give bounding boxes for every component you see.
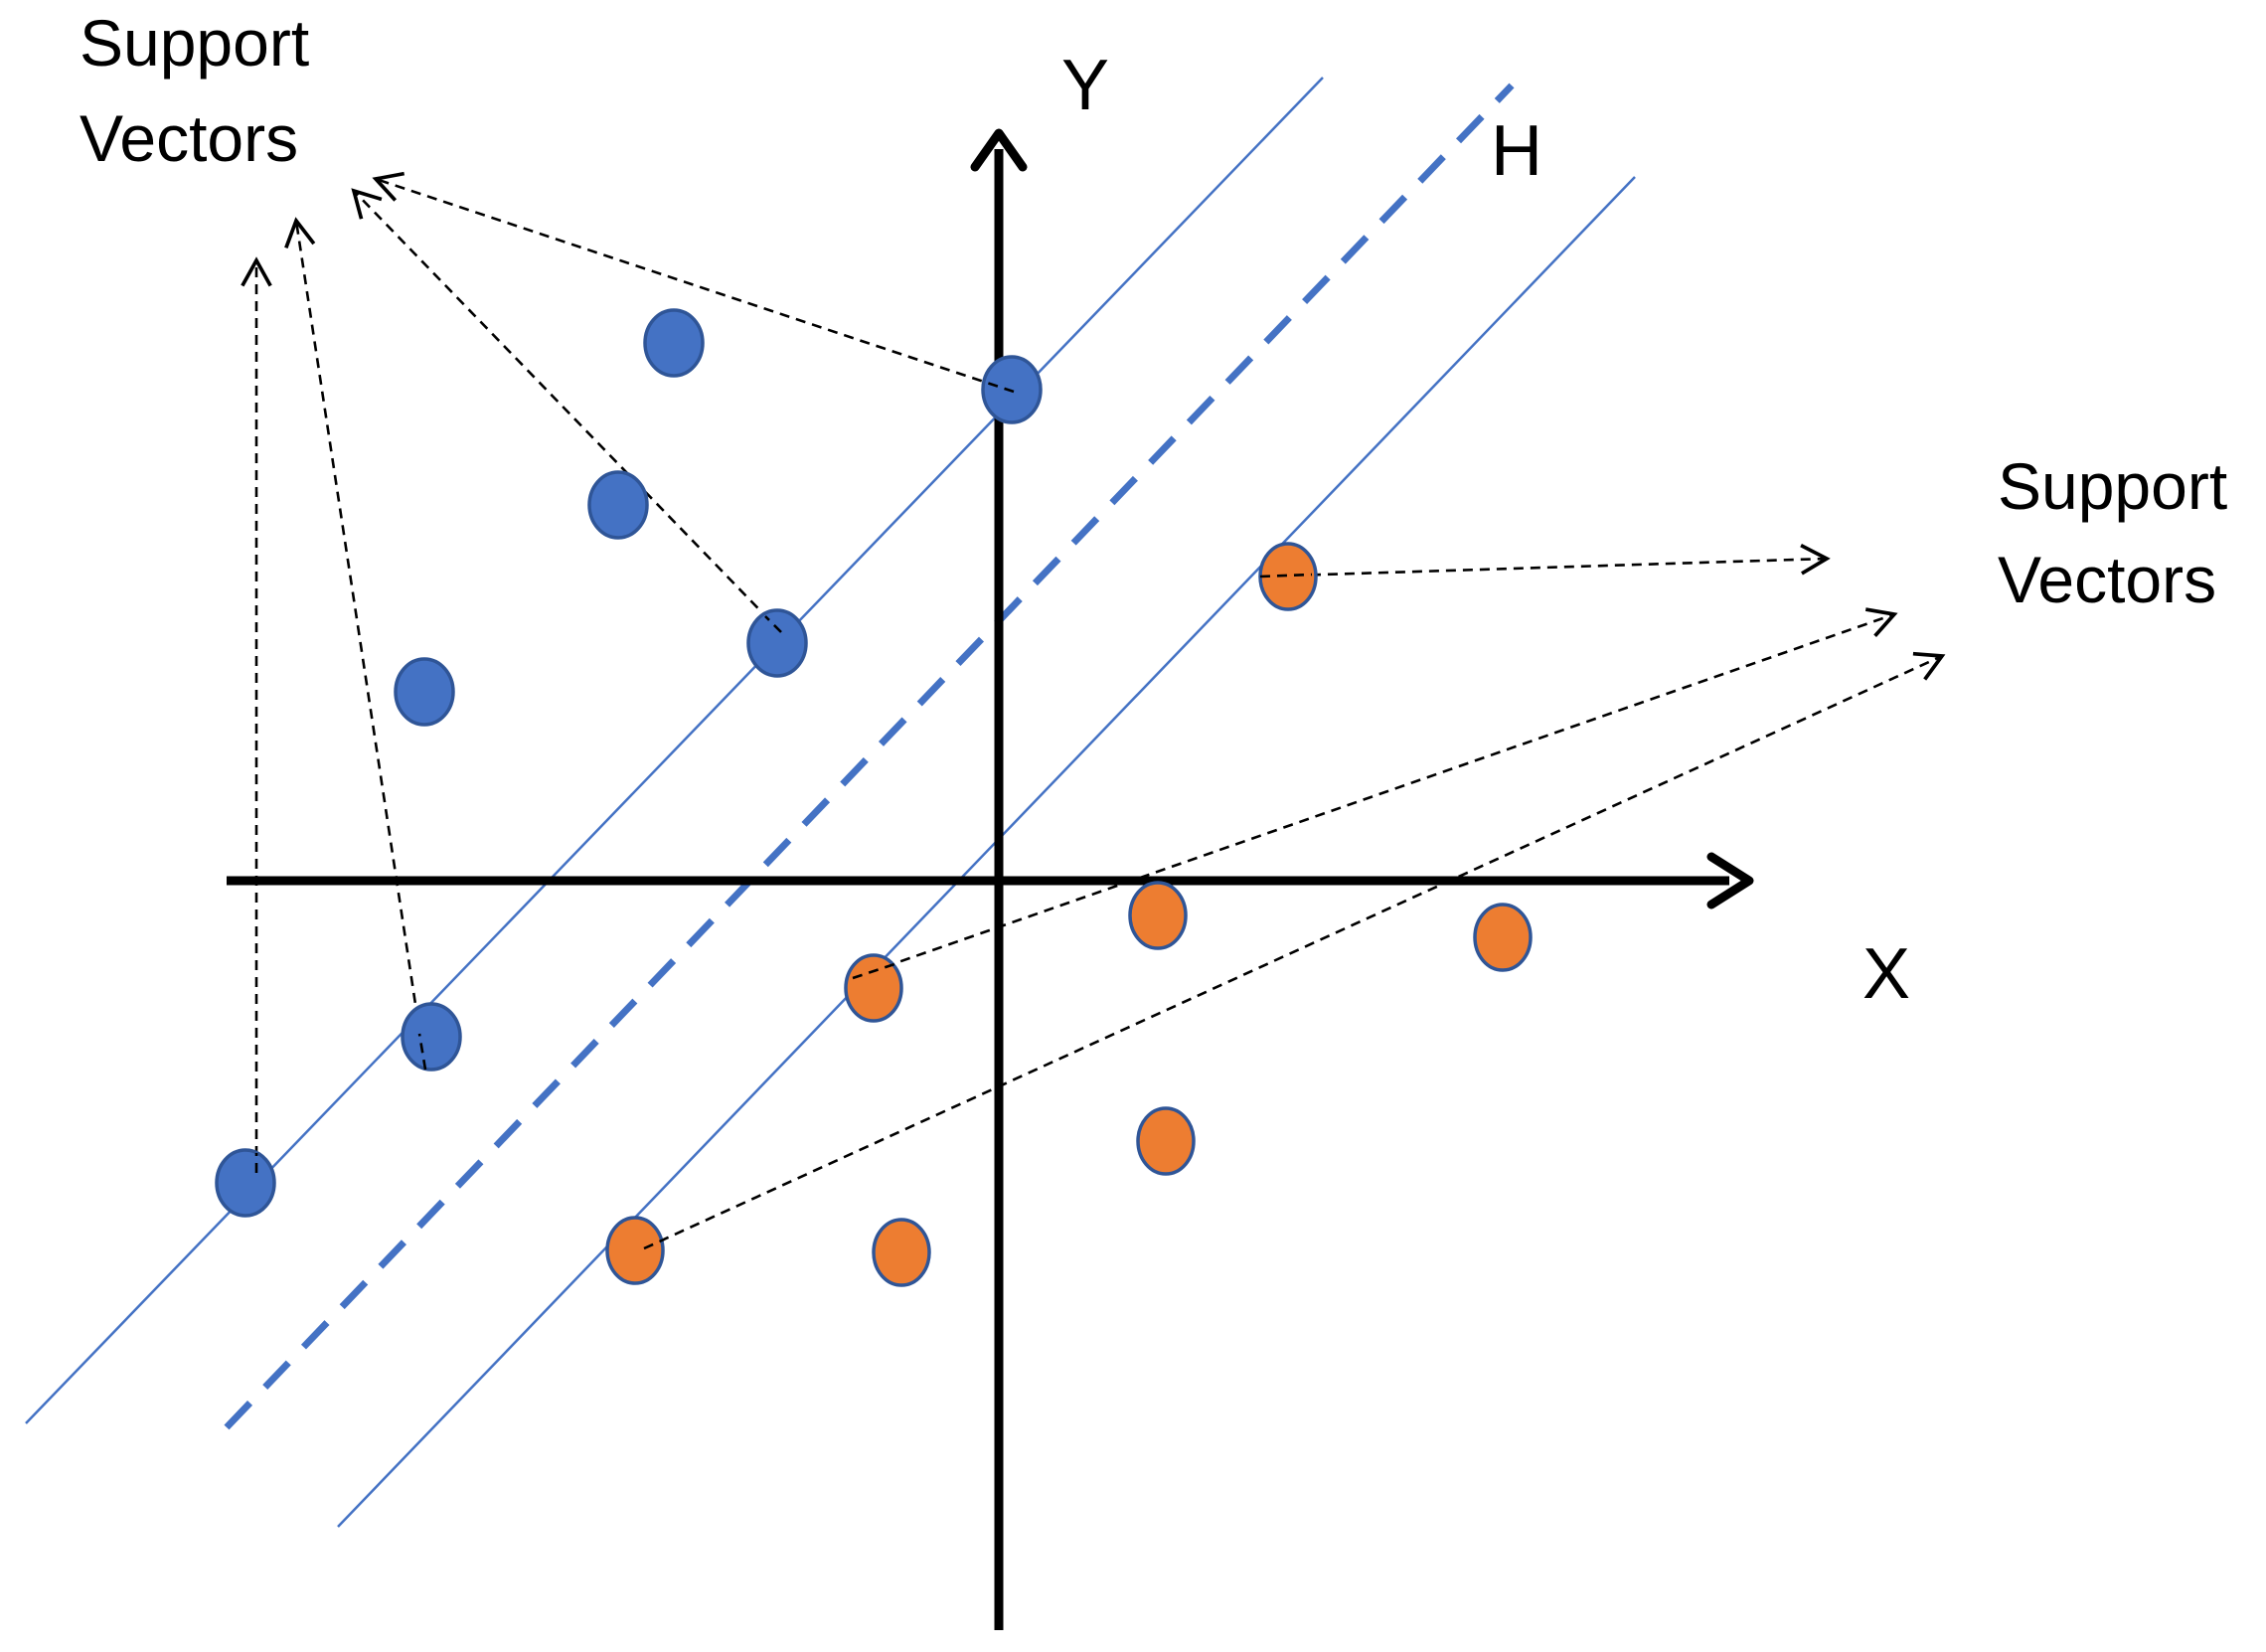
support-vector-orange bbox=[605, 1216, 665, 1285]
pointer-line-segment bbox=[417, 1033, 427, 1071]
support-vectors-label-left-line2: Vectors bbox=[80, 101, 298, 175]
support-vectors-label-right-line2: Vectors bbox=[1998, 543, 2216, 616]
support-vector-blue bbox=[401, 1002, 462, 1072]
class-a-points bbox=[215, 308, 1043, 1218]
data-point-orange bbox=[1136, 1106, 1196, 1176]
pointer-line-segment bbox=[643, 1238, 665, 1250]
pointer-lines-right bbox=[643, 544, 1946, 1250]
support-vectors-label-right-line1: Support bbox=[1998, 449, 2227, 523]
support-vector-blue bbox=[215, 1148, 276, 1218]
y-axis-arrowhead bbox=[970, 128, 1028, 172]
pointer-line bbox=[372, 171, 1015, 394]
hyperplane-label: H bbox=[1491, 111, 1542, 191]
data-point-orange bbox=[1128, 881, 1188, 950]
margin-line-lower bbox=[337, 176, 1636, 1528]
pointer-line bbox=[643, 651, 1946, 1250]
data-point-blue bbox=[643, 308, 705, 378]
pointer-line-segment bbox=[852, 962, 895, 980]
pointer-line-segment bbox=[1259, 573, 1313, 578]
pointer-line bbox=[351, 188, 782, 633]
class-b-points bbox=[605, 542, 1533, 1287]
x-axis-label: X bbox=[1862, 934, 1910, 1014]
support-vectors-label-left-line1: Support bbox=[80, 6, 309, 80]
pointer-line bbox=[852, 607, 1898, 980]
x-axis-arrowhead bbox=[1706, 852, 1754, 909]
pointer-line-segment bbox=[764, 615, 782, 633]
data-point-orange bbox=[1473, 903, 1533, 972]
pointer-line-segment bbox=[983, 380, 1015, 394]
data-point-blue bbox=[394, 657, 455, 727]
support-vector-orange bbox=[844, 953, 903, 1023]
data-point-blue bbox=[587, 470, 649, 540]
pointer-line bbox=[284, 217, 427, 1071]
support-vector-blue bbox=[746, 608, 808, 678]
data-point-orange bbox=[872, 1218, 931, 1287]
pointer-lines-left bbox=[241, 171, 1015, 1173]
pointer-overlays bbox=[254, 380, 1313, 1250]
y-axis-label: Y bbox=[1061, 46, 1109, 125]
pointer-line bbox=[1259, 544, 1831, 578]
hyperplane-line bbox=[224, 83, 1515, 1430]
